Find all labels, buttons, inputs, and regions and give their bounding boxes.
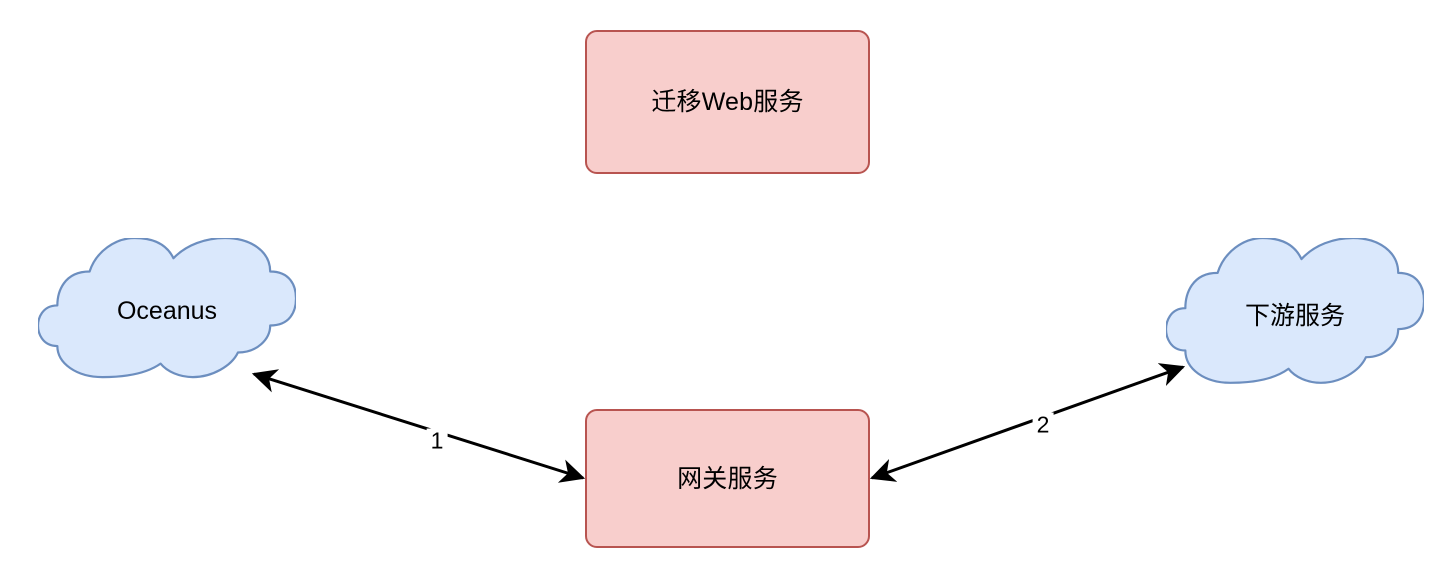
node-downstream-service[interactable]: 下游服务 [1166, 238, 1424, 390]
cloud-shape-icon [1166, 238, 1424, 384]
edge-label-1: 1 [426, 428, 448, 454]
node-label-migration-web-service: 迁移Web服务 [651, 88, 804, 116]
node-gateway-service[interactable]: 网关服务 [585, 409, 870, 548]
node-oceanus[interactable]: Oceanus [38, 238, 296, 384]
edge-label-2: 2 [1032, 412, 1054, 438]
edge-line-2[interactable] [869, 363, 1186, 482]
node-label-gateway-service: 网关服务 [677, 464, 778, 493]
cloud-shape-icon [38, 238, 296, 379]
edge-line-1[interactable] [251, 369, 586, 483]
node-migration-web-service[interactable]: 迁移Web服务 [585, 30, 870, 174]
